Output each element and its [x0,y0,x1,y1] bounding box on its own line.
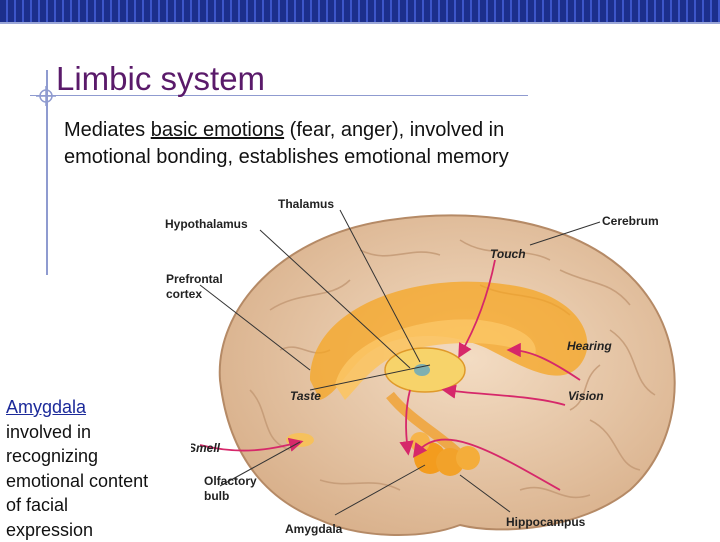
slide-body: Mediates basic emotions (fear, anger), i… [64,117,704,171]
crosshair-icon [36,86,56,106]
leader-lines [199,209,601,516]
label-smell: Smell [188,441,221,455]
caption-title: Amygdala [6,397,87,417]
caption-line: recognizing [6,446,99,466]
label-amygdala: Amygdala [285,522,343,536]
label-hippocampus: Hippocampus [506,515,586,529]
caption-line: involved in [6,421,92,442]
label-touch: Touch [490,247,526,261]
amygdala-caption: Amygdala involved in recognizing emotion… [6,395,191,542]
body-rest: (fear, anger), involved in [284,119,505,141]
caption-line: expression [6,519,94,540]
label-olfactory-2: bulb [204,489,229,503]
label-prefrontal-1: Prefrontal [166,272,223,286]
sensory-arrows [199,259,581,491]
caption-line: of facial [6,495,69,515]
label-prefrontal-2: cortex [166,287,202,301]
label-hearing: Hearing [567,339,612,353]
slide-title: Limbic system [56,60,266,97]
label-cerebrum: Cerebrum [602,214,659,228]
label-hypothalamus: Hypothalamus [165,217,248,231]
title-underline [30,95,528,96]
limbic-diagram: Thalamus Hypothalamus Cerebrum Touch Pre… [165,197,676,537]
header-bar [0,0,720,22]
label-olfactory-1: Olfactory [204,474,257,488]
label-thalamus: Thalamus [278,197,334,211]
caption-line: emotional content [6,470,149,491]
body-prefix: Mediates [64,119,151,141]
label-vision: Vision [568,389,604,403]
body-underlined: basic emotions [150,119,285,141]
label-taste: Taste [290,389,321,403]
vertical-rule [46,70,48,275]
body-line2: emotional bonding, establishes emotional… [64,146,509,168]
header-divider [0,22,720,24]
